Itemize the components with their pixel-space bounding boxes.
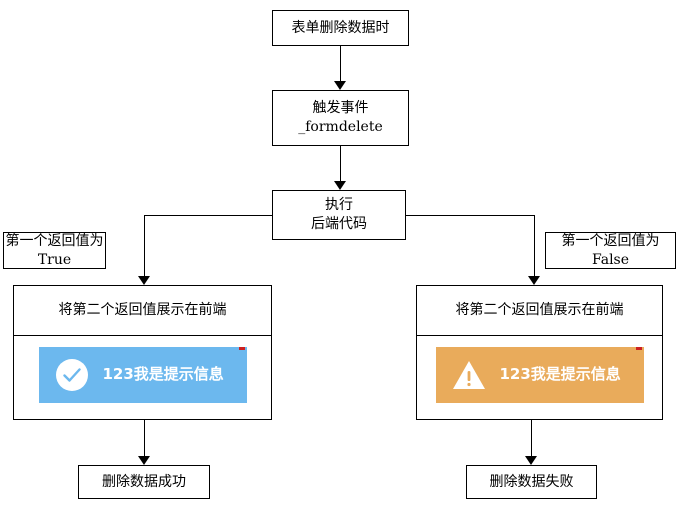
- arrowhead-event-to-backend: [334, 181, 346, 190]
- node-end-delete-success-label: 删除数据成功: [102, 473, 186, 490]
- node-backend-label-line2: 后端代码: [311, 216, 367, 232]
- node-start-form-delete[interactable]: 表单删除数据时: [272, 10, 409, 46]
- connector-result-left-to-end: [144, 420, 145, 456]
- toast-warning-text: 123我是提示信息: [499, 365, 621, 384]
- arrowhead-start-to-event: [334, 81, 346, 90]
- branch-label-true-line1: 第一个返回值为: [5, 232, 104, 249]
- node-result-warning-header: 将第二个返回值展示在前端: [417, 286, 662, 336]
- connector-backend-right-horizontal: [405, 215, 535, 216]
- node-trigger-event[interactable]: 触发事件 _formdelete: [272, 90, 409, 146]
- branch-label-true-value: True: [37, 251, 72, 268]
- node-end-delete-fail-label: 删除数据失败: [489, 473, 574, 490]
- connector-backend-left-horizontal: [144, 215, 273, 216]
- warning-triangle-icon: [452, 360, 485, 389]
- branch-label-true: 第一个返回值为 True: [3, 232, 106, 269]
- connector-event-to-backend: [340, 146, 341, 181]
- arrowhead-result-right-to-end: [525, 456, 537, 465]
- arrowhead-result-left-to-end: [138, 456, 150, 465]
- node-end-delete-success[interactable]: 删除数据成功: [78, 465, 210, 499]
- node-result-success-header: 将第二个返回值展示在前端: [14, 286, 271, 336]
- node-execute-backend-code[interactable]: 执行 后端代码: [272, 190, 406, 240]
- arrowhead-backend-to-result-right: [528, 276, 540, 285]
- toast-success-text: 123我是提示信息: [102, 365, 224, 384]
- toast-corner-marker: [635, 346, 642, 350]
- node-backend-label-line1: 执行: [325, 197, 353, 214]
- toast-warning: 123我是提示信息: [435, 346, 644, 403]
- check-circle-icon: [55, 358, 88, 391]
- node-result-success[interactable]: 将第二个返回值展示在前端 123我是提示信息: [13, 285, 272, 420]
- node-result-warning[interactable]: 将第二个返回值展示在前端 123我是提示信息: [416, 285, 663, 420]
- node-result-warning-body: 123我是提示信息: [417, 336, 662, 419]
- connector-backend-right-vertical: [534, 215, 535, 276]
- node-trigger-event-handler: _formdelete: [298, 119, 383, 135]
- branch-label-false-line1: 第一个返回值为: [561, 232, 660, 249]
- node-end-delete-fail[interactable]: 删除数据失败: [466, 465, 597, 499]
- toast-corner-marker: [238, 346, 245, 350]
- connector-backend-left-vertical: [144, 215, 145, 276]
- connector-result-right-to-end: [531, 420, 532, 456]
- toast-success: 123我是提示信息: [38, 346, 247, 403]
- node-result-success-body: 123我是提示信息: [14, 336, 271, 419]
- arrowhead-backend-to-result-left: [138, 276, 150, 285]
- connector-start-to-event: [340, 46, 341, 81]
- node-trigger-event-label: 触发事件: [312, 100, 369, 117]
- branch-label-false-value: False: [591, 251, 630, 268]
- branch-label-false: 第一个返回值为 False: [545, 232, 676, 269]
- node-start-label: 表单删除数据时: [291, 19, 390, 36]
